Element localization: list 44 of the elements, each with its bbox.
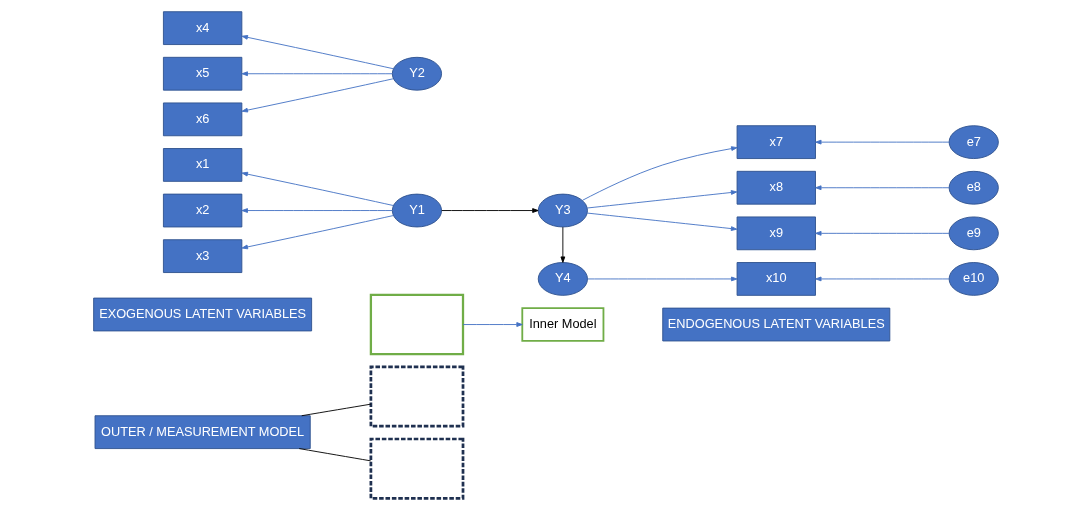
node-ellipse: Y4 [537, 262, 588, 296]
node-ellipse: e7 [948, 125, 999, 159]
node-box: x1 [162, 148, 242, 182]
arrow [560, 226, 565, 263]
node-box [369, 293, 464, 356]
arrow [814, 276, 949, 282]
node-box: x5 [162, 56, 242, 91]
arrow [462, 322, 523, 327]
connector [298, 448, 371, 462]
node-box: OUTER / MEASUREMENT MODEL [94, 415, 311, 450]
node-ellipse: Y1 [391, 193, 442, 228]
arrow [814, 230, 949, 236]
arrow [586, 190, 737, 209]
node-box: Inner Model [520, 307, 604, 342]
node-box: EXOGENOUS LATENT VARIABLES [92, 297, 312, 332]
arrow [586, 276, 737, 282]
arrow [241, 35, 394, 70]
arrow [814, 185, 949, 191]
arrow [241, 71, 392, 77]
node-box: x8 [736, 170, 816, 205]
node-ellipse: e10 [948, 262, 999, 296]
connector [300, 403, 371, 417]
node-box: ENDOGENOUS LATENT VARIABLES [661, 307, 890, 342]
node-box [369, 365, 464, 428]
node-ellipse: Y3 [537, 193, 588, 228]
node-box [369, 437, 464, 500]
node-box: x2 [162, 193, 242, 228]
arrow [586, 212, 737, 231]
node-ellipse: e8 [948, 170, 999, 205]
node-ellipse: Y2 [391, 56, 442, 91]
arrow [241, 171, 394, 206]
arrow [241, 78, 394, 113]
node-ellipse: e9 [948, 216, 999, 251]
node-box: x7 [736, 125, 816, 159]
node-box: x10 [736, 262, 816, 296]
arrow [440, 208, 539, 213]
node-box: x9 [736, 216, 816, 251]
arrow [814, 139, 949, 145]
node-box: x3 [162, 239, 242, 273]
arrow [581, 146, 737, 201]
node-box: x4 [162, 11, 242, 45]
arrow [241, 215, 394, 250]
arrow [241, 208, 392, 213]
node-box: x6 [162, 102, 242, 137]
